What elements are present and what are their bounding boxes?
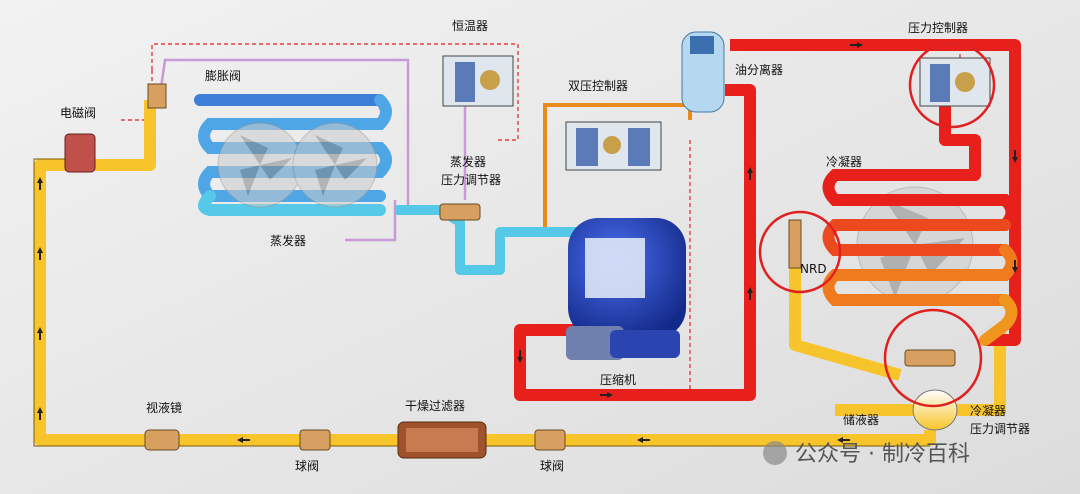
flow-arrows [37, 42, 1018, 443]
label-condenser-regulator-1: 冷凝器 [970, 403, 1006, 418]
evaporator-regulator-valve [439, 203, 481, 221]
pressure-controller-device [919, 57, 991, 107]
dual-pressure-controller-device [565, 121, 662, 171]
label-evaporator: 蒸发器 [270, 233, 306, 248]
watermark: 公众号 · 制冷百科 [763, 441, 970, 467]
label-oil-separator: 油分离器 [735, 62, 783, 77]
label-expansion-valve: 膨胀阀 [205, 69, 241, 83]
label-sight-glass: 视液镜 [146, 400, 182, 415]
label-ball-valve-right: 球阀 [540, 459, 564, 473]
compressor [566, 218, 686, 360]
liquid-line [34, 100, 1006, 446]
oil-separator [681, 31, 725, 113]
ball-valve-left [299, 429, 331, 451]
highlight-condenser-regulator [883, 308, 983, 408]
label-evaporator-regulator-2: 压力调节器 [441, 173, 501, 187]
oil-return-line [543, 103, 692, 230]
label-evaporator-regulator-1: 蒸发器 [450, 154, 486, 169]
thermostat-device [442, 55, 514, 107]
nrd-valve [788, 219, 802, 269]
label-filter-drier: 干燥过滤器 [405, 399, 465, 413]
label-condenser: 冷凝器 [826, 154, 862, 169]
ball-valve-right [534, 429, 566, 451]
highlight-circles [758, 41, 996, 408]
label-dual-pressure-controller: 双压控制器 [568, 79, 628, 93]
label-pressure-controller: 压力控制器 [908, 21, 968, 35]
solenoid-valve [64, 133, 96, 173]
label-thermostat: 恒温器 [452, 19, 488, 33]
discharge-line [514, 39, 1021, 401]
watermark-text: 公众号 · 制冷百科 [795, 442, 970, 467]
label-nrd: NRD [800, 262, 827, 276]
expansion-valve [147, 83, 167, 109]
label-receiver: 储液器 [843, 412, 879, 427]
receiver-tank [912, 389, 958, 431]
label-ball-valve-left: 球阀 [295, 459, 319, 473]
filter-drier [397, 421, 487, 459]
wechat-icon [763, 441, 787, 465]
condenser-coil [822, 169, 1018, 346]
condenser-regulator-valve [904, 349, 956, 367]
sight-glass [144, 429, 180, 451]
label-condenser-regulator-2: 压力调节器 [970, 422, 1030, 436]
label-solenoid-valve: 电磁阀 [60, 105, 96, 120]
highlight-nrd [758, 210, 842, 294]
evaporator-coil [194, 94, 392, 216]
label-compressor: 压缩机 [600, 372, 636, 387]
highlight-pressure-controller [908, 41, 996, 129]
evaporator-fans [217, 122, 378, 208]
